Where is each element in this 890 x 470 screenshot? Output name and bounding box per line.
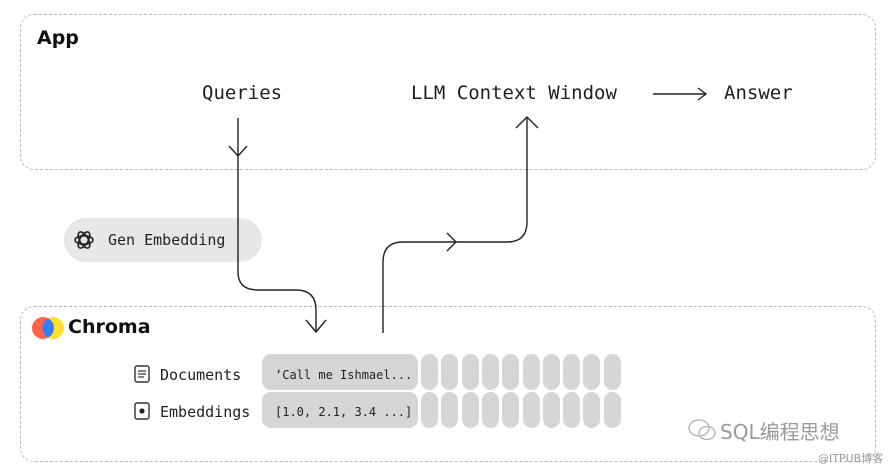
watermark-text: SQL编程思想 <box>720 420 840 444</box>
document-cell <box>481 354 499 390</box>
embedding-cell <box>502 392 520 428</box>
queries-label: Queries <box>202 82 283 104</box>
embedding-icon <box>134 402 150 420</box>
embedding-cell <box>522 392 540 428</box>
embedding-cell <box>603 392 621 428</box>
embedding-cell-wide <box>262 392 418 428</box>
openai-icon <box>74 231 94 249</box>
app-title: App <box>37 27 79 49</box>
document-cell-wide <box>262 354 418 390</box>
embedding-cell <box>583 392 601 428</box>
chroma-logo-icon <box>32 317 64 339</box>
embedding-cell <box>461 392 479 428</box>
embedding-cell <box>421 392 438 428</box>
document-cell <box>603 354 621 390</box>
document-cell <box>421 354 438 390</box>
embedding-cell <box>542 392 560 428</box>
document-icon <box>134 365 150 383</box>
embedding-cell <box>563 392 581 428</box>
embeddings-label: Embeddings <box>160 403 251 421</box>
gen-embedding-label: Gen Embedding <box>108 231 226 249</box>
gen-embedding-pill <box>64 218 262 262</box>
document-cell <box>542 354 560 390</box>
document-cell <box>461 354 479 390</box>
document-value: ‘Call me Ishmael... <box>275 368 413 382</box>
embedding-value: [1.0, 2.1, 3.4 ...] <box>275 405 413 419</box>
document-cell <box>522 354 540 390</box>
document-cell <box>502 354 520 390</box>
document-cell <box>441 354 459 390</box>
document-cell <box>563 354 581 390</box>
watermark-subtext: @ITPUB博客 <box>818 452 884 465</box>
llm-context-window-label: LLM Context Window <box>411 82 617 104</box>
document-cell <box>583 354 601 390</box>
embedding-cell <box>481 392 499 428</box>
answer-label: Answer <box>724 82 793 104</box>
embedding-cell <box>441 392 459 428</box>
arrowhead-right-mid <box>446 232 457 252</box>
wechat-icon <box>688 419 716 441</box>
chroma-title: Chroma <box>68 316 151 338</box>
documents-label: Documents <box>160 366 242 384</box>
